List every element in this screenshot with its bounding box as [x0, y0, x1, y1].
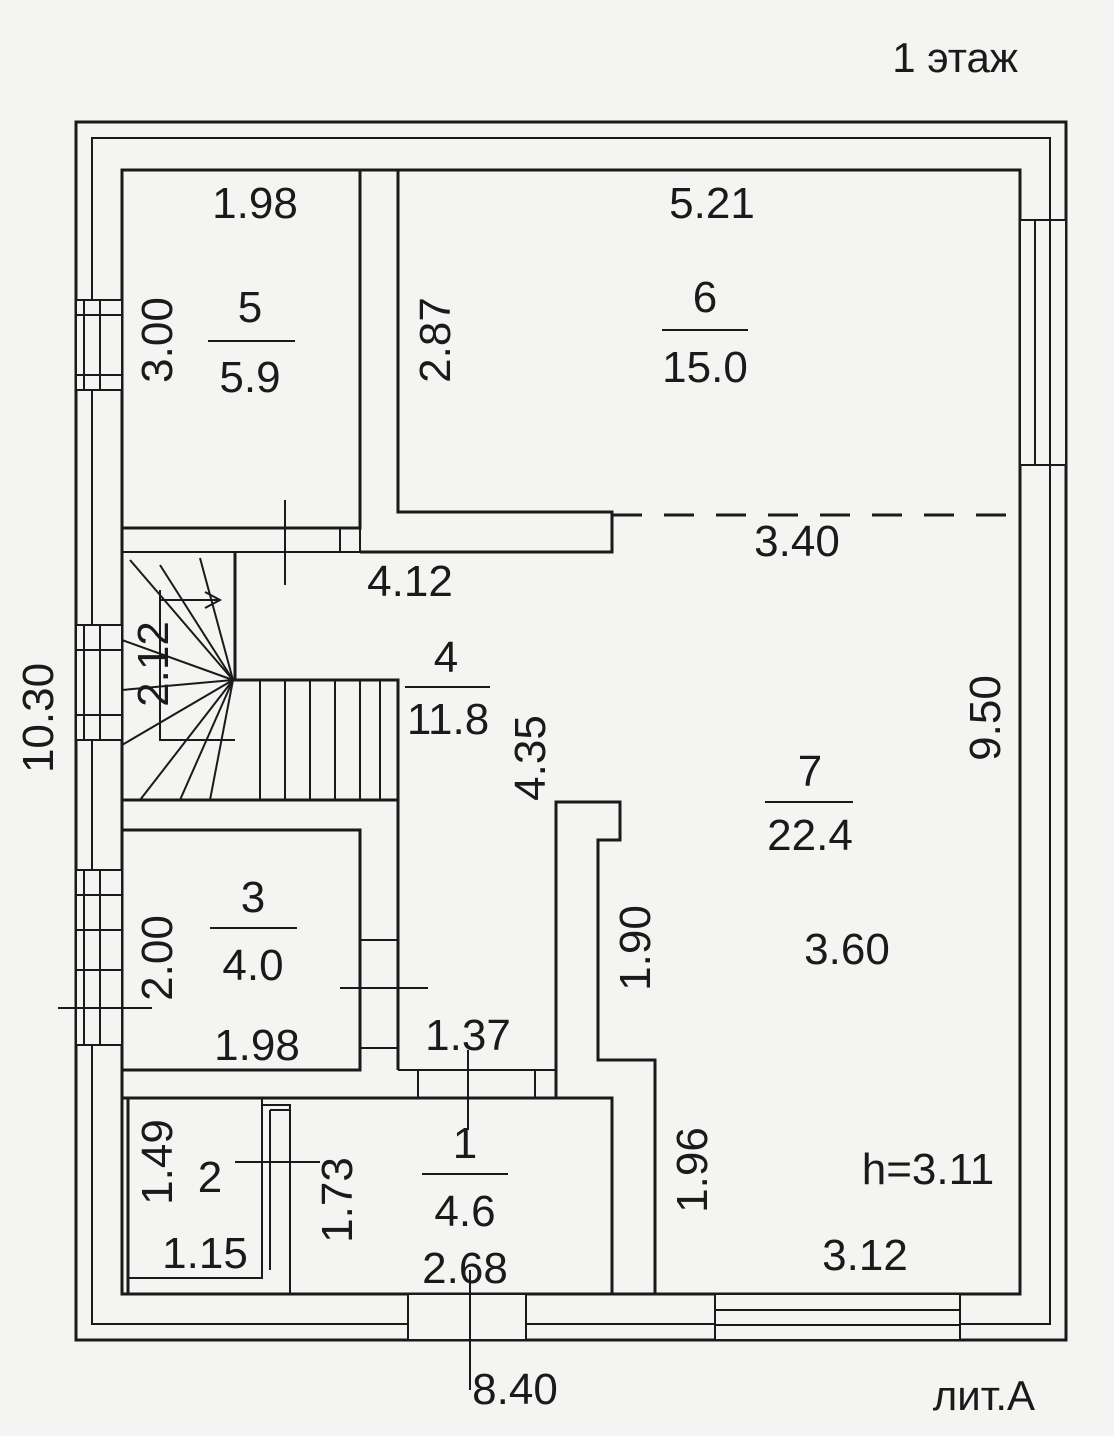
dim-room6-width: 5.21	[669, 179, 755, 228]
room5-area: 5.9	[219, 353, 280, 402]
room4-area: 11.8	[407, 695, 489, 744]
dim-room7-mid: 3.60	[804, 925, 890, 974]
dim-room2-width: 1.15	[162, 1229, 248, 1278]
dim-stair-depth: 2.12	[129, 621, 178, 707]
room2-inner	[269, 1109, 290, 1270]
dim-room5-width: 1.98	[212, 179, 298, 228]
dim-room5-depth: 3.00	[133, 297, 182, 383]
room6-walls	[360, 170, 614, 554]
room3-walls	[122, 828, 362, 1072]
dim-building-depth: 10.30	[14, 663, 63, 773]
passage-walls	[398, 1069, 556, 1099]
dim-hall-depth: 4.35	[506, 715, 555, 801]
room3-number: 3	[241, 873, 265, 922]
dim-hall-width: 4.12	[367, 557, 453, 606]
room2-walls	[128, 1098, 291, 1294]
dim-room3-width: 1.98	[214, 1021, 300, 1070]
dim-niche-depth: 1.90	[611, 905, 660, 991]
floor-title: 1 этаж	[892, 34, 1018, 81]
window-right	[1019, 219, 1067, 466]
dim-room7-top: 3.40	[754, 517, 840, 566]
dim-room7-lower: 1.96	[668, 1127, 717, 1213]
outer-wall-inside	[120, 168, 1022, 1296]
room7-number: 7	[798, 747, 822, 796]
building-letter: лит.А	[933, 1372, 1035, 1419]
window-left-stair	[75, 624, 123, 741]
room6-number: 6	[693, 273, 717, 322]
room5-number: 5	[238, 283, 262, 332]
dim-room7-depth: 9.50	[961, 675, 1010, 761]
window-left-upper	[75, 299, 123, 391]
room7-area: 22.4	[767, 811, 853, 860]
room5-wall-double	[122, 528, 361, 553]
niche-walls	[554, 800, 657, 1294]
ceiling-height: h=3.11	[862, 1145, 995, 1194]
dim-room2-depth: 1.49	[133, 1119, 182, 1205]
dim-room7-bottom: 3.12	[822, 1231, 908, 1280]
dim-room1-width: 2.68	[422, 1244, 508, 1293]
dim-room1-depth: 1.73	[313, 1157, 362, 1243]
staircase	[121, 552, 400, 802]
room3-wall-right	[360, 939, 399, 1070]
entrance-door-bottom	[407, 1293, 527, 1341]
room3-area: 4.0	[222, 941, 283, 990]
room1-area: 4.6	[434, 1187, 495, 1236]
room1-number: 1	[453, 1119, 477, 1168]
dim-room3-depth: 2.00	[133, 915, 182, 1001]
room6-area: 15.0	[662, 343, 748, 392]
dim-building-width: 8.40	[472, 1365, 558, 1414]
dim-room6-depth: 2.87	[411, 297, 460, 383]
window-bottom-right	[714, 1293, 961, 1341]
dim-passage-width: 1.37	[425, 1011, 511, 1060]
window-left-room3	[75, 869, 123, 1046]
room2-number: 2	[198, 1153, 222, 1202]
room2-room1-walls	[122, 1096, 614, 1294]
room4-number: 4	[434, 633, 458, 682]
